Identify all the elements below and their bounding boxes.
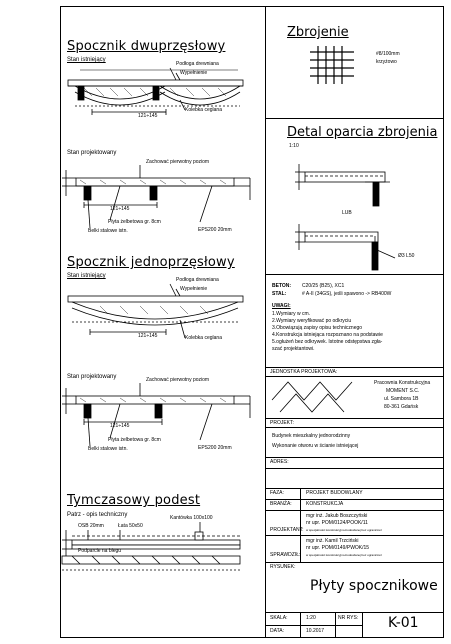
note-item: 2.Wymiary weryfikować po odkryciu <box>272 318 352 324</box>
project-label: PROJEKT: <box>270 420 294 426</box>
callout-beams: Belki stalowe istn. <box>88 446 128 452</box>
divider <box>265 468 444 469</box>
drawing-label: RYSUNEK: <box>270 564 296 570</box>
section-subtitle: Patrz - opis techniczny <box>67 512 128 518</box>
span-dimension: 121÷145 <box>138 333 158 339</box>
scale-label: SKALA: <box>270 615 288 621</box>
divider <box>265 376 444 377</box>
designer-label: PROJEKTANT: <box>270 527 304 533</box>
scale-value: 1:20 <box>306 615 316 621</box>
section-title: Tymczasowy podest <box>67 493 201 508</box>
divider <box>265 457 444 458</box>
detail-or-label: LUB <box>342 210 352 216</box>
checker-label: SPRAWDZIŁ: <box>270 552 301 558</box>
note-item: 1.Wymiary w cm. <box>272 311 311 317</box>
callout-eps: EPS200 20mm <box>198 227 232 233</box>
company-address: ul. Sambora 1B <box>384 396 419 402</box>
callout-slab: Płyta żelbetowa gr. 8cm <box>108 437 161 443</box>
checker-name: mgr inż. Kamil Trzciński <box>306 538 359 544</box>
phase-value: PROJEKT BUDOWLANY <box>306 490 363 496</box>
notes-heading: UWAGI: <box>272 303 291 309</box>
address-label: ADRES: <box>270 459 289 465</box>
section-title: Spocznik dwuprzęsłowy <box>67 39 226 54</box>
reinforcement-spec: #8/100mm <box>376 51 400 57</box>
divider <box>362 612 363 638</box>
reinforcement-title: Zbrojenie <box>287 25 349 40</box>
divider <box>265 118 444 119</box>
designer-name: mgr inż. Jakub Boszczyński <box>306 513 368 519</box>
callout-vault: Kolebka ceglana <box>185 335 222 341</box>
project-description: Budynek mieszkalny jednorodzinny <box>272 433 351 439</box>
checker-specialty: w specjalności konstrukcyjno-budowlanej … <box>306 553 382 557</box>
note-item: szać projektantowi. <box>272 346 315 352</box>
callout-keep-level: Zachować pierwotny poziom <box>146 159 210 165</box>
divider <box>265 499 444 500</box>
drawing-title: Płyty spocznikowe <box>310 578 438 594</box>
note-item: 5.ogłużeń bez odkrywek. Istotne odstępst… <box>272 339 383 345</box>
callout-fill: Wypełnienie <box>180 286 208 292</box>
callout-beams: Belki stalowe istn. <box>88 228 128 234</box>
divider <box>265 367 444 368</box>
divider <box>265 488 444 489</box>
callout-keep-level: Zachować pierwotny poziom <box>146 377 210 383</box>
company-address: 80-361 Gdańsk <box>384 404 419 410</box>
detail-bar-label: Ø3 L50 <box>398 253 415 259</box>
divider <box>265 427 444 428</box>
existing-state-label: Stan istniejący <box>67 57 106 63</box>
divider <box>265 418 444 419</box>
project-description: Wykonanie otworu w ścianie istniejącej <box>272 443 359 449</box>
steel-key: STAL: <box>272 291 287 297</box>
concrete-value: C20/25 (B25), XC1 <box>302 283 345 289</box>
designed-state-label: Stan projektowany <box>67 150 117 156</box>
divider <box>265 274 444 275</box>
callout-floor: Podłoga drewniana <box>176 61 219 67</box>
designed-state-label: Stan projektowany <box>67 374 117 380</box>
note-item: 3.Obowiązują zapisy opisu technicznego <box>272 325 363 331</box>
date-label: DATA: <box>270 628 284 634</box>
callout-beam: Kantówka 100x100 <box>170 515 213 521</box>
branch-value: KONSTRUKCJA <box>306 501 344 507</box>
number-label: NR RYS: <box>338 615 359 621</box>
divider <box>265 625 362 626</box>
divider <box>300 488 301 562</box>
divider <box>265 510 444 511</box>
divider <box>265 612 444 613</box>
sheet-divider <box>265 6 266 638</box>
designer-specialty: w specjalności konstrukcyjno-budowlanej … <box>306 528 382 532</box>
branch-label: BRANŻA: <box>270 501 292 507</box>
designer-license: nr upr. POM/0124/POOK/11 <box>306 520 368 526</box>
concrete-key: BETON: <box>272 283 292 289</box>
detail-scale: 1:10 <box>289 143 299 149</box>
span-dimension: 121÷145 <box>138 113 158 119</box>
date-value: 10.2017 <box>306 628 325 634</box>
divider <box>265 562 444 563</box>
callout-eps: EPS200 20mm <box>198 445 232 451</box>
callout-floor: Podłoga drewniana <box>176 277 219 283</box>
callout-support: Podparcie na biegu <box>78 548 122 554</box>
checker-license: nr upr. POM/0149/PWOK/15 <box>306 545 370 551</box>
company-name: MOMENT S.C. <box>386 388 420 394</box>
detail-title: Detal oparcia zbrojenia <box>287 125 438 140</box>
divider <box>265 535 444 536</box>
span-dimension: 121÷145 <box>110 423 130 429</box>
sheet-frame <box>60 6 444 638</box>
steel-value: # A-II (34GS), jeśli spawono -> RB400W <box>302 291 392 297</box>
existing-state-label: Stan istniejący <box>67 273 106 279</box>
callout-fill: Wypełnienie <box>180 70 208 76</box>
span-dimension: 121÷145 <box>110 206 130 212</box>
note-item: 4.Konstrukcja istniejąca rozpoznano na p… <box>272 332 383 338</box>
callout-osb: OSB 20mm <box>78 523 104 529</box>
phase-label: FAZA: <box>270 490 284 496</box>
callout-lath: Łata 50x50 <box>118 523 143 529</box>
section-title: Spocznik jednoprzęsłowy <box>67 255 235 270</box>
reinforcement-spec: krzyżowo <box>376 59 397 65</box>
sheet-number: K-01 <box>388 615 419 631</box>
company-name: Pracownia Konstrukcyjna <box>374 380 431 386</box>
unit-label: JEDNOSTKA PROJEKTOWA: <box>270 369 338 375</box>
callout-vault: Kolebka ceglana <box>185 107 222 113</box>
callout-slab: Płyta żelbetowa gr. 8cm <box>108 219 161 225</box>
